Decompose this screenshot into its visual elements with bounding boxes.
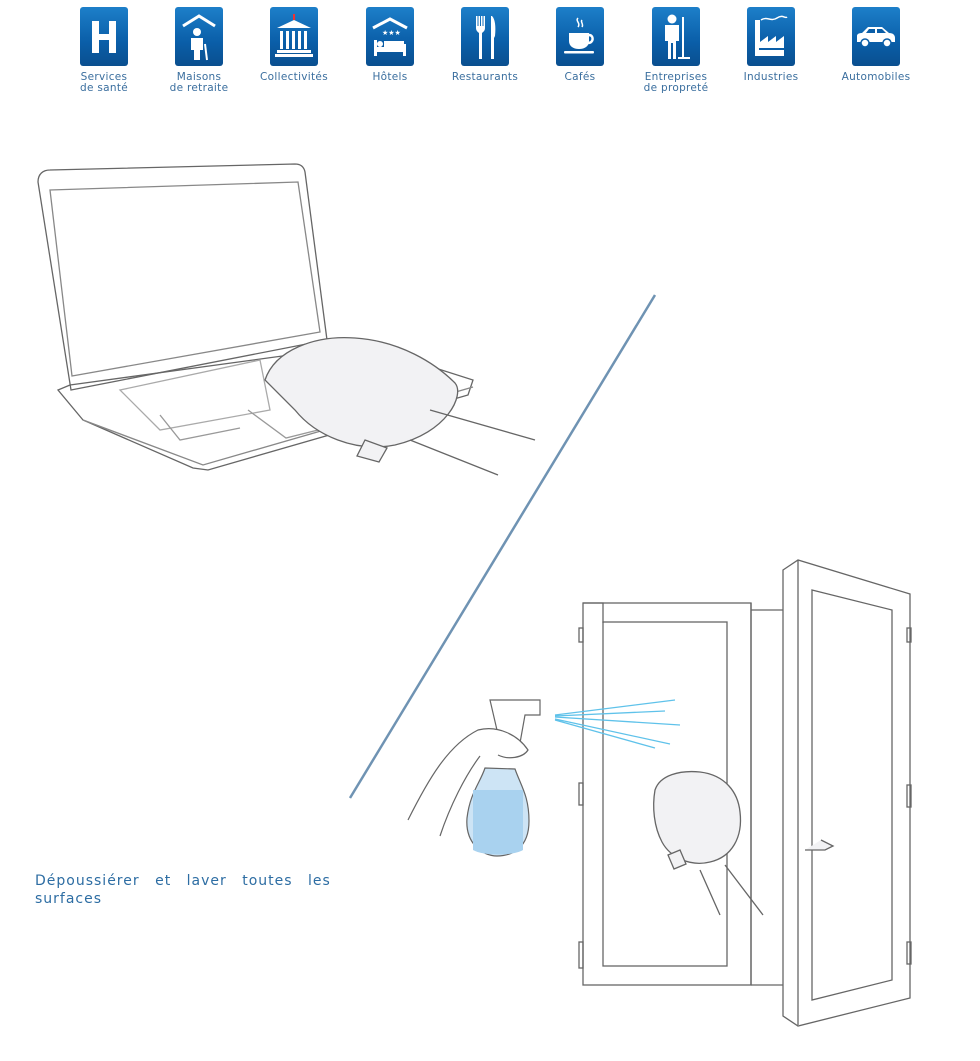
category-label: Cafés: [564, 71, 596, 83]
coffee-cup-icon: [556, 7, 604, 66]
category-label: Maisons de retraite: [169, 71, 229, 94]
hospital-icon: [80, 7, 128, 66]
category-restaurants: Restaurants: [437, 7, 533, 83]
spray-bottle-illustration: [407, 699, 681, 857]
category-collectivites: Collectivités: [246, 7, 342, 83]
category-label: Collectivités: [260, 71, 328, 83]
category-industries: Industries: [723, 7, 819, 83]
category-automobiles: Automobiles: [828, 7, 924, 83]
elderly-person-icon: [175, 7, 223, 66]
car-icon: [852, 7, 900, 66]
government-building-icon: [270, 7, 318, 66]
instruction-caption: Dépoussiérer et laver toutes les surface…: [35, 873, 331, 907]
category-label: Automobiles: [841, 71, 911, 83]
category-label: Services de santé: [80, 71, 128, 94]
fork-knife-icon: [461, 7, 509, 66]
category-label: Entreprises de propreté: [643, 71, 709, 94]
category-label: Restaurants: [451, 71, 519, 83]
glove-on-window: [653, 770, 764, 916]
cleaner-icon: [652, 7, 700, 66]
category-label: Industries: [743, 71, 799, 83]
svg-text:★★★: ★★★: [382, 29, 401, 37]
category-label: Hôtels: [372, 71, 408, 83]
window-illustration: [578, 559, 912, 1027]
category-cafes: Cafés: [532, 7, 628, 83]
hotel-bed-icon: ★★★: [366, 7, 414, 66]
category-entreprises-de-proprete: Entreprises de propreté: [628, 7, 724, 94]
category-maisons-de-retraite: Maisons de retraite: [151, 7, 247, 94]
divider-line: [348, 294, 657, 799]
glove-on-laptop: [264, 336, 536, 476]
category-services-de-sante: Services de santé: [56, 7, 152, 94]
factory-icon: [747, 7, 795, 66]
category-hotels: ★★★ Hôtels: [342, 7, 438, 83]
